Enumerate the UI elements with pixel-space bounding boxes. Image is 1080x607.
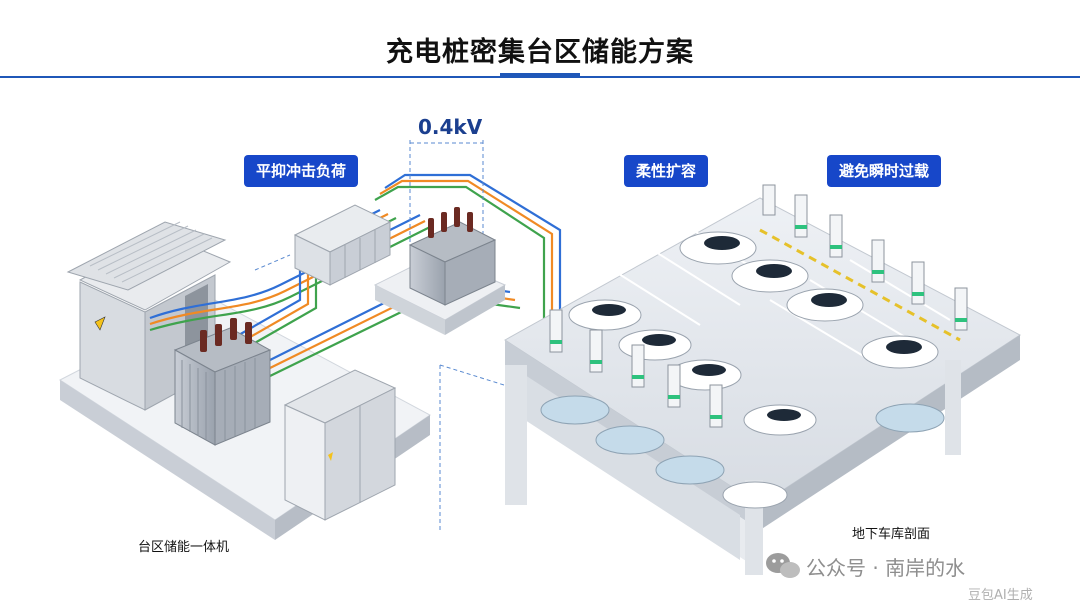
battery-racks bbox=[293, 204, 392, 286]
tag-flexible-expansion: 柔性扩容 bbox=[624, 155, 709, 187]
cars-lower bbox=[540, 395, 945, 485]
tag-avoid-overload: 避免瞬时过载 bbox=[827, 155, 942, 187]
caption-garage-section: 地下车库剖面 bbox=[852, 527, 931, 542]
chargers bbox=[549, 184, 968, 428]
tag-peak-shaving: 平抑冲击负荷 bbox=[244, 155, 359, 187]
transformer-center bbox=[373, 207, 507, 335]
caption-storage-unit: 台区储能一体机 bbox=[138, 540, 230, 555]
wechat-icon bbox=[766, 553, 800, 578]
car-windows-upper bbox=[592, 236, 922, 421]
page-title: 充电桩密集台区储能方案 bbox=[386, 37, 694, 68]
transformer-left bbox=[173, 318, 272, 446]
storage-building bbox=[66, 221, 232, 411]
watermark-text: 公众号 · 南岸的水 bbox=[806, 556, 966, 580]
parking-structure bbox=[504, 197, 1021, 575]
title-divider-accent bbox=[500, 73, 580, 78]
voltage-label: 0.4kV bbox=[418, 115, 483, 139]
watermark-subtext: 豆包AI生成 bbox=[968, 588, 1033, 603]
car-lower-white bbox=[722, 481, 788, 509]
switchgear-cabinet bbox=[283, 369, 397, 521]
dashed-guides bbox=[254, 140, 521, 530]
